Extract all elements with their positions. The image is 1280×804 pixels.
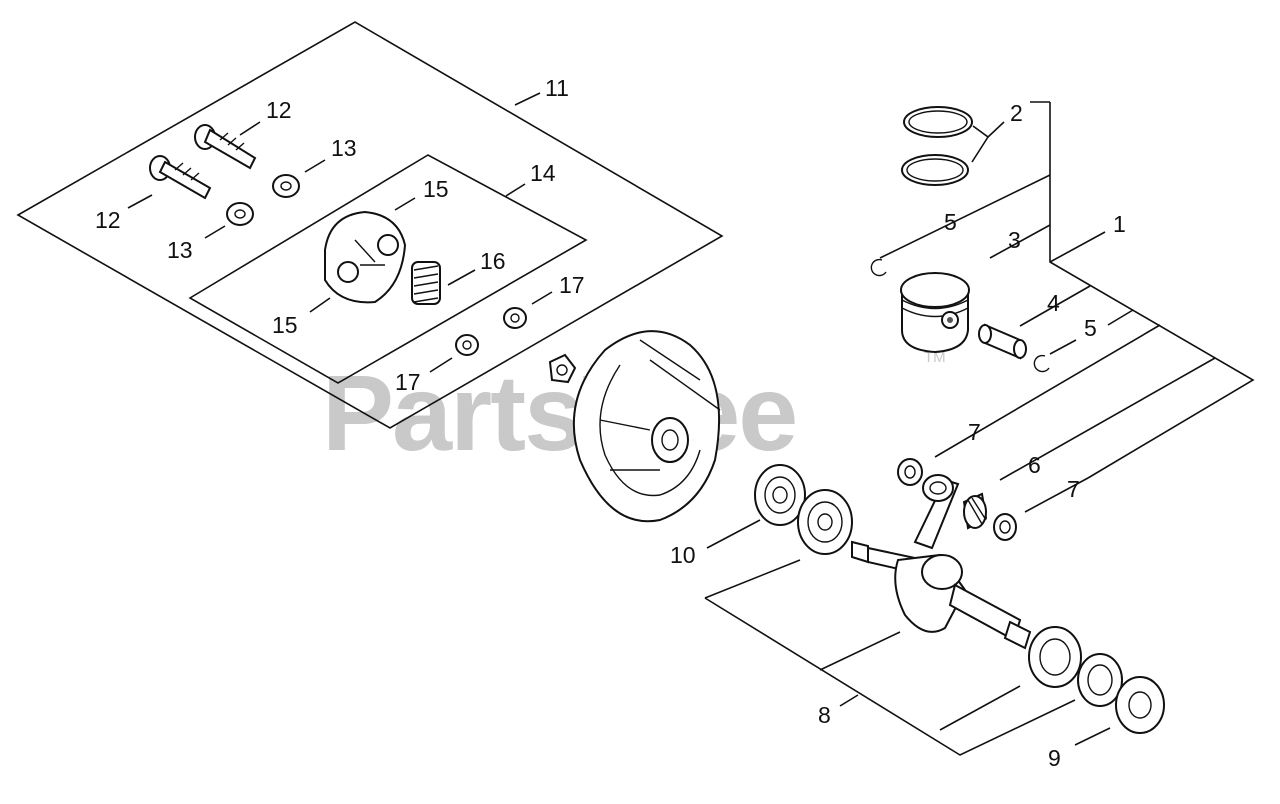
callout-5-upper: 5	[944, 209, 957, 235]
callout-5-lower: 5	[1084, 315, 1097, 341]
clutch-bolt-upper	[194, 124, 257, 170]
callout-1: 1	[1113, 211, 1126, 237]
circlip-right	[1033, 354, 1050, 373]
callout-17-lower: 17	[395, 369, 421, 395]
callout-10: 10	[670, 542, 696, 568]
callout-12-upper: 12	[266, 97, 292, 123]
leader-2	[971, 125, 990, 163]
washer-lower	[226, 202, 254, 226]
group-bracket-1	[1049, 102, 1255, 479]
callout-7-lower: 7	[1067, 476, 1080, 502]
shoe-washer-left	[455, 334, 479, 356]
leader-7b	[1024, 477, 1089, 513]
leader-15a	[394, 197, 416, 211]
clutch-bolt-lower	[149, 155, 212, 200]
leader-8	[704, 597, 1076, 756]
oil-seal	[1115, 676, 1165, 734]
callout-2: 2	[1010, 100, 1023, 126]
flywheel-nut	[548, 353, 577, 384]
callout-12-lower: 12	[95, 207, 121, 233]
leader-11	[514, 92, 541, 106]
washer-upper	[272, 174, 300, 198]
callout-8: 8	[818, 702, 831, 728]
main-bearing-pto	[1028, 626, 1082, 688]
shoe-washer-right	[503, 307, 527, 329]
leader-16	[447, 269, 476, 286]
callout-4: 4	[1047, 290, 1060, 316]
main-bearing-flywheel-outer	[754, 464, 806, 526]
clutch-spring	[411, 261, 441, 305]
needle-bearing	[962, 492, 988, 530]
callout-6: 6	[1028, 452, 1041, 478]
thrust-washer-lower	[993, 513, 1017, 541]
callout-16: 16	[480, 248, 506, 274]
thrust-washer-upper	[897, 458, 923, 486]
callout-9: 9	[1048, 745, 1061, 771]
callout-17-upper: 17	[559, 272, 585, 298]
leader-9	[1074, 727, 1111, 746]
piston-pin	[978, 323, 1027, 360]
circlip-left	[870, 258, 887, 277]
main-bearing-flywheel-inner	[797, 489, 853, 555]
leader-12b	[127, 194, 153, 209]
leader-5a	[879, 174, 1051, 259]
callout-13-lower: 13	[167, 237, 193, 263]
leader-5b	[1049, 339, 1077, 355]
callout-3: 3	[1008, 227, 1021, 253]
callout-13-upper: 13	[331, 135, 357, 161]
leader-14	[505, 183, 526, 197]
clutch-shoes	[324, 210, 407, 304]
piston-ring-top	[903, 106, 973, 138]
leader-13a	[304, 159, 326, 173]
leader-17b	[429, 357, 453, 373]
crankshaft	[851, 474, 1032, 650]
piston-ring-bottom	[901, 154, 969, 186]
leader-1	[1049, 231, 1106, 263]
drive-gear	[1077, 653, 1123, 707]
leader-15b	[309, 297, 331, 313]
callout-15-lower: 15	[272, 312, 298, 338]
callout-15-upper: 15	[423, 176, 449, 202]
group-outline-11	[16, 21, 724, 429]
leader-4	[1019, 285, 1091, 327]
flywheel	[572, 330, 721, 523]
leader-13b	[204, 225, 226, 239]
leader-10	[706, 519, 761, 549]
piston	[900, 272, 970, 354]
watermark-trademark: TM	[924, 349, 946, 366]
leader-17a	[531, 291, 553, 305]
callout-14: 14	[530, 160, 556, 186]
group-outline-14	[188, 154, 588, 384]
leader-7a	[934, 324, 1161, 458]
callout-7-upper: 7	[968, 419, 981, 445]
leader-6	[999, 357, 1216, 481]
callout-11: 11	[545, 75, 569, 101]
leader-12a	[239, 121, 261, 136]
